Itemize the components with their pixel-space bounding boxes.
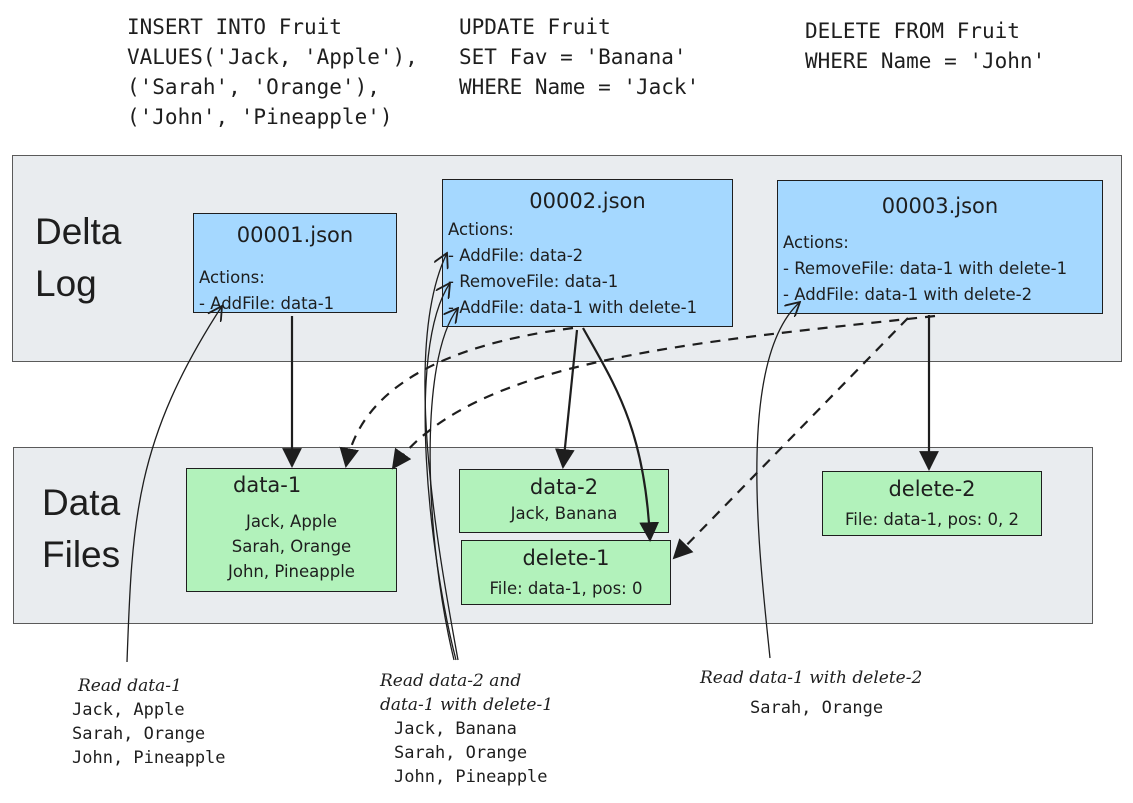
- dashed-arrow-00003-to-delete-1: [672, 317, 909, 560]
- read-note-row: John, Pineapple: [394, 767, 548, 787]
- commit-name: 00001.json: [236, 223, 354, 247]
- read-note-row: Sarah, Orange: [750, 698, 884, 718]
- file-row: Jack, Apple: [245, 512, 338, 531]
- file-rows: Jack, Apple Sarah, Orange John, Pineappl…: [187, 509, 396, 584]
- file-name: data-1: [233, 473, 302, 497]
- read-note-row: Jack, Banana: [394, 719, 517, 739]
- actions-label: Actions:: [199, 268, 265, 287]
- title-line: Delta: [35, 211, 122, 252]
- read-note-1: Read data-1 Jack, Apple Sarah, Orange Jo…: [72, 674, 226, 770]
- sql-line: ('Sarah', 'Orange'),: [127, 75, 380, 99]
- arrow-00002-to-data-2: [554, 329, 579, 469]
- dashed-arrow-00002-to-data-1: [339, 326, 574, 468]
- read-note-head: Read data-1: [78, 676, 182, 696]
- title-line: Files: [42, 534, 121, 575]
- arrow-00002-to-delete-1: [582, 327, 660, 542]
- file-rows: File: data-1, pos: 0, 2: [823, 507, 1041, 532]
- file-name: delete-2: [888, 477, 976, 501]
- file-row: Sarah, Orange: [231, 537, 352, 556]
- action-item: - AddFile: data-1 with delete-1: [448, 298, 698, 317]
- read-note-head: Read data-2 and: [380, 671, 522, 691]
- sql-line: INSERT INTO Fruit: [127, 15, 342, 39]
- sql-line: WHERE Name = 'John': [805, 49, 1046, 73]
- dashed-arrow-00003-to-data-1: [391, 314, 936, 470]
- read-arrow-2a: [424, 253, 459, 661]
- commit-actions: Actions: - AddFile: data-1: [194, 265, 396, 317]
- read-arrow-2c: [429, 308, 458, 661]
- read-arrow-2b: [424, 283, 457, 661]
- read-note-row: Sarah, Orange: [394, 743, 528, 763]
- commit-00003[interactable]: 00003.json Actions: - RemoveFile: data-1…: [777, 180, 1103, 314]
- action-item: - AddFile: data-2: [448, 246, 584, 265]
- commit-actions: Actions: - AddFile: data-2 - RemoveFile:…: [443, 217, 732, 321]
- title-line: Data: [42, 482, 121, 523]
- actions-label: Actions:: [448, 220, 514, 239]
- title-line: Log: [35, 263, 97, 304]
- file-delete-2[interactable]: delete-2 File: data-1, pos: 0, 2: [822, 471, 1042, 536]
- commit-actions: Actions: - RemoveFile: data-1 with delet…: [778, 230, 1102, 308]
- read-arrow-3: [756, 302, 800, 659]
- read-arrow-1: [126, 306, 222, 663]
- action-item: - AddFile: data-1: [199, 294, 335, 313]
- read-note-3: Read data-1 with delete-2 Sarah, Orange: [700, 666, 922, 720]
- action-item: - RemoveFile: data-1: [448, 272, 619, 291]
- read-note-row: John, Pineapple: [72, 748, 226, 768]
- sql-line: ('John', 'Pineapple'): [127, 105, 393, 129]
- action-item: - RemoveFile: data-1 with delete-1: [783, 259, 1068, 278]
- sql-line: SET Fav = 'Banana': [459, 45, 687, 69]
- read-note-head: data-1 with delete-1: [380, 695, 554, 715]
- file-data-2[interactable]: data-2 Jack, Banana: [459, 469, 669, 533]
- file-rows: File: data-1, pos: 0: [462, 576, 670, 601]
- read-note-row: Jack, Apple: [72, 700, 185, 720]
- read-note-2: Read data-2 and data-1 with delete-1 Jac…: [380, 669, 553, 789]
- file-row: Jack, Banana: [510, 504, 618, 523]
- file-rows: Jack, Banana: [460, 501, 668, 526]
- read-note-head: Read data-1 with delete-2: [700, 668, 923, 688]
- sql-line: WHERE Name = 'Jack': [459, 75, 700, 99]
- read-note-row: Sarah, Orange: [72, 724, 206, 744]
- actions-label: Actions:: [783, 233, 849, 252]
- sql-line: VALUES('Jack, 'Apple'),: [127, 45, 418, 69]
- file-data-1[interactable]: data-1 Jack, Apple Sarah, Orange John, P…: [186, 468, 397, 592]
- sql-line: DELETE FROM Fruit: [805, 19, 1020, 43]
- commit-00001[interactable]: 00001.json Actions: - AddFile: data-1: [193, 213, 397, 313]
- file-name: data-2: [529, 475, 599, 499]
- file-row: File: data-1, pos: 0, 2: [845, 510, 1019, 529]
- commit-name: 00003.json: [881, 194, 999, 218]
- file-delete-1[interactable]: delete-1 File: data-1, pos: 0: [461, 540, 671, 605]
- commit-name: 00002.json: [529, 189, 646, 213]
- file-row: John, Pineapple: [228, 562, 355, 581]
- action-item: - AddFile: data-1 with delete-2: [783, 285, 1033, 304]
- commit-00002[interactable]: 00002.json Actions: - AddFile: data-2 - …: [442, 179, 733, 327]
- file-row: File: data-1, pos: 0: [489, 579, 643, 598]
- sql-line: UPDATE Fruit: [459, 15, 611, 39]
- file-name: delete-1: [522, 546, 610, 570]
